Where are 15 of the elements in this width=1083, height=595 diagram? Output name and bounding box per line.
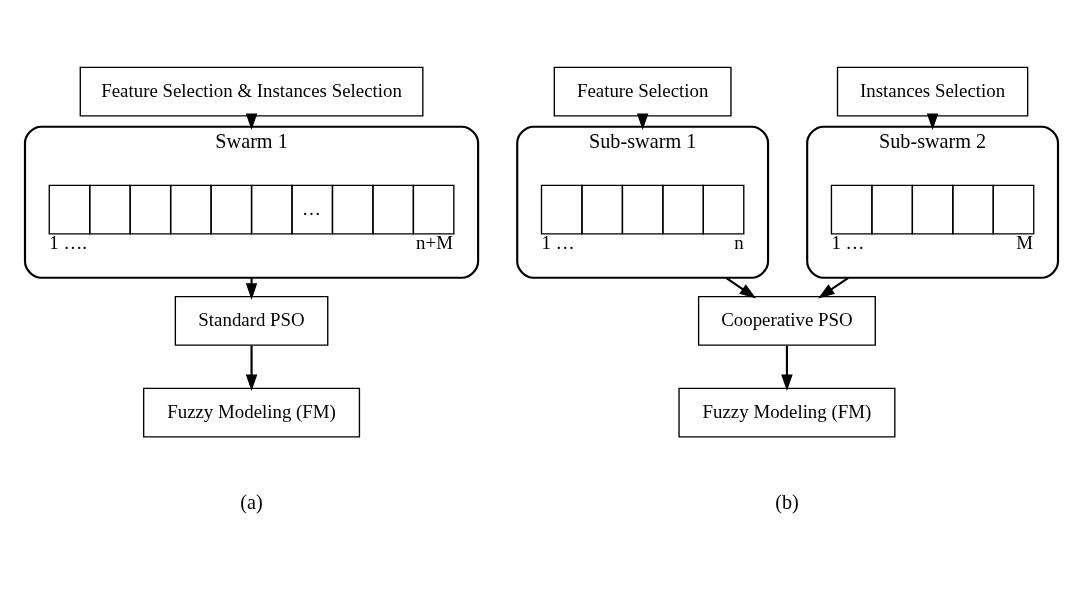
arrow — [245, 345, 258, 391]
arrow — [781, 345, 793, 391]
arrow — [245, 277, 258, 300]
node-box: Fuzzy Modeling (FM) — [678, 387, 896, 438]
label: (b) — [775, 490, 799, 513]
node-box: Fuzzy Modeling (FM) — [143, 387, 361, 438]
node-box: Cooperative PSO — [697, 295, 876, 346]
node-label: M — [1016, 231, 1033, 253]
arrow — [725, 276, 757, 298]
arrow — [818, 276, 849, 298]
label: (a) — [240, 490, 263, 513]
node-label: 1 … — [831, 231, 865, 253]
node-label: n — [734, 231, 744, 253]
node-label: 1 … — [541, 231, 575, 253]
node-box: Standard PSO — [174, 295, 329, 346]
